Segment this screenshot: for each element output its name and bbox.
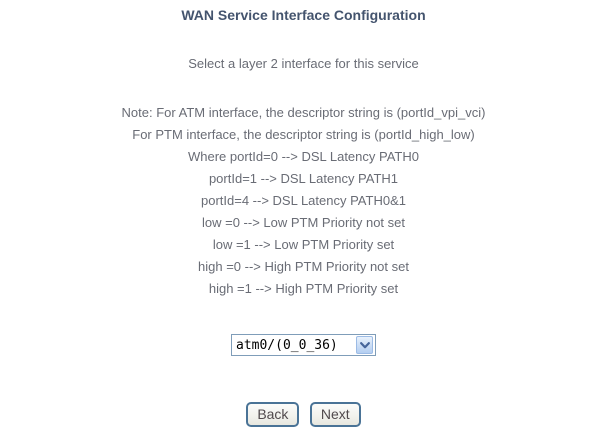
- layer2-interface-select[interactable]: atm0/(0_0_36): [231, 334, 376, 356]
- select-arrow-button[interactable]: [356, 336, 373, 354]
- back-button[interactable]: Back: [246, 402, 300, 427]
- next-button[interactable]: Next: [309, 402, 361, 427]
- layer2-interface-select-value: atm0/(0_0_36): [236, 337, 338, 353]
- note-block: Note: For ATM interface, the descriptor …: [0, 102, 607, 300]
- interface-select-row: atm0/(0_0_36): [0, 334, 607, 356]
- note-line: low =0 --> Low PTM Priority not set: [201, 215, 405, 230]
- note-line: portId=1 --> DSL Latency PATH1: [208, 171, 399, 186]
- chevron-down-icon: [359, 341, 370, 348]
- note-line: high =0 --> High PTM Priority not set: [198, 259, 409, 274]
- subtitle-text: Select a layer 2 interface for this serv…: [188, 56, 419, 71]
- note-line: portId=4 --> DSL Latency PATH0&1: [201, 193, 406, 208]
- note-line: Where portId=0 --> DSL Latency PATH0: [188, 149, 419, 164]
- note-line: high =1 --> High PTM Priority set: [208, 281, 399, 296]
- page-title: WAN Service Interface Configuration: [181, 7, 426, 23]
- nav-button-row: Back Next: [0, 402, 607, 427]
- note-line: low =1 --> Low PTM Priority set: [212, 237, 395, 252]
- note-line: Note: For ATM interface, the descriptor …: [121, 105, 486, 120]
- note-line: For PTM interface, the descriptor string…: [132, 127, 475, 142]
